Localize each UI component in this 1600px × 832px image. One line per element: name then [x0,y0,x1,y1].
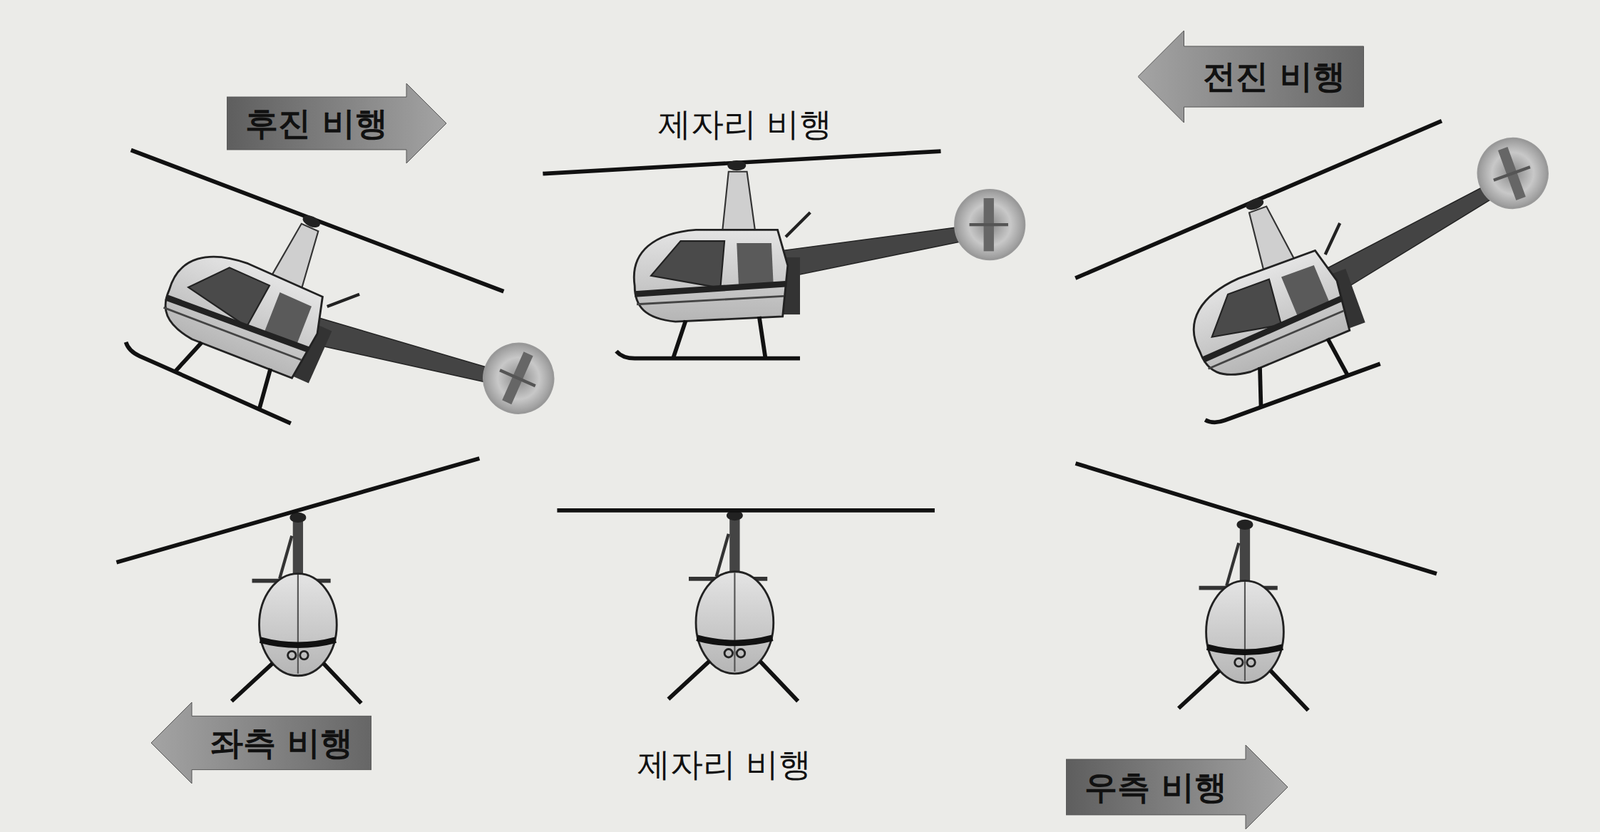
arrow-label: 우측 비행 [1084,745,1228,830]
direction-arrow: 우측 비행 [1065,745,1288,830]
arrow-outline [151,702,372,784]
arrow-outline [1065,745,1288,830]
direction-arrow: 좌측 비행 [151,702,372,784]
flight-mode-label: 제자리 비행 [637,742,813,788]
direction-arrow: 전진 비행 [1137,30,1364,123]
arrow-outline [1137,30,1364,123]
arrow-outline [226,83,447,164]
flight-mode-label: 제자리 비행 [658,102,833,147]
arrow-label: 전진 비행 [1202,30,1346,123]
arrow-label: 후진 비행 [245,83,388,164]
arrow-label: 좌측 비행 [210,702,353,784]
direction-arrow: 후진 비행 [226,83,447,164]
